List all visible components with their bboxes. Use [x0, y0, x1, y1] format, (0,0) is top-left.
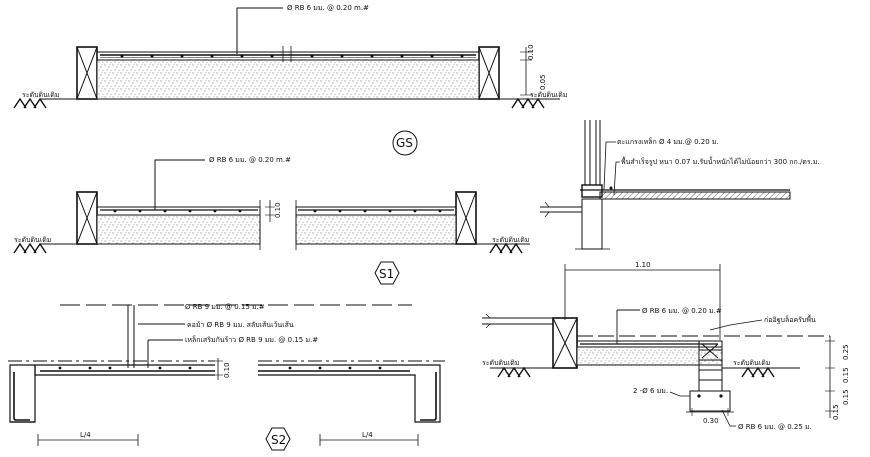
- gs-slab: [96, 51, 480, 61]
- section-s1: [13, 159, 530, 285]
- s2-rebar-main-label: Ø RB 9 มม. @ 0.15 ม.#: [185, 303, 265, 311]
- s2-dim: 0.10: [223, 362, 231, 378]
- s3-footing: [689, 390, 731, 412]
- section-s3: [482, 264, 835, 427]
- precast-mesh-label: ตะแกรงเหล็ก Ø 4 มม.@ 0.20 ม.: [617, 137, 719, 146]
- s2-tag-hexagon: [265, 427, 291, 451]
- gs-ground-left-label: ระดับดินเดิม: [22, 91, 59, 99]
- gs-rebar-label: Ø RB 6 มม. @ 0.20 m.#: [287, 4, 369, 12]
- section-gs: [13, 7, 560, 156]
- s1-ground-right-label: ระดับดินเดิม: [492, 236, 529, 244]
- gs-dim-top: 0.10: [527, 44, 535, 60]
- s1-tag: S1: [379, 267, 394, 281]
- gs-tag-circle: [392, 130, 418, 156]
- precast-slab-label: พื้นสำเร็จรูป หนา 0.07 ม.รับน้ำหนักได้ไม…: [621, 155, 820, 166]
- s3-dim-v2: 0.15: [842, 367, 850, 383]
- s3-brick-label: ก่ออิฐบล็อครับพื้น: [764, 313, 816, 324]
- s2-tag: S2: [271, 433, 286, 447]
- s3-dim-v4: 0.15: [832, 404, 840, 420]
- gs-dim-bottom: 0.05: [539, 74, 547, 90]
- gs-gravel-base: [96, 59, 480, 100]
- s3-dim-v3: 0.15: [842, 389, 850, 405]
- precast-slab-detail: [540, 120, 791, 250]
- s3-dim-v1: 0.25: [842, 344, 850, 360]
- s3-ground-right-label: ระดับดินเดิม: [733, 359, 770, 367]
- s3-footing-width: 0.30: [703, 417, 719, 425]
- s3-footing-stirrup-label: Ø RB 6 มม. @ 0.25 ม.: [738, 423, 812, 431]
- gs-tag: GS: [396, 136, 413, 150]
- precast-slab: [599, 191, 791, 200]
- s1-dim: 0.10: [274, 202, 282, 218]
- s2-rebar-temp-label: เหล็กเสริมกันร้าว Ø RB 9 มม. @ 0.15 ม.#: [185, 335, 318, 344]
- section-s2: [8, 304, 445, 451]
- gs-ground-right-label: ระดับดินเดิม: [530, 91, 567, 99]
- s3-rebar-label: Ø RB 6 มม. @ 0.20 ม.#: [642, 307, 722, 315]
- s2-span-right: L/4: [362, 431, 373, 439]
- s1-tag-hexagon: [374, 261, 400, 285]
- s2-rebar-extra-label: คอม้า Ø RB 9 มม. สลับเส้นเว้นเส้น: [187, 321, 294, 329]
- s1-ground-left-label: ระดับดินเดิม: [14, 236, 51, 244]
- s2-span-left: L/4: [80, 431, 91, 439]
- s1-rebar-label: Ø RB 6 มม. @ 0.20 m.#: [209, 156, 291, 164]
- s3-dim-top: 1.10: [635, 261, 651, 269]
- s3-ground-left-label: ระดับดินเดิม: [482, 359, 519, 367]
- s3-footing-bars-label: 2 -Ø 6 มม.: [633, 387, 668, 395]
